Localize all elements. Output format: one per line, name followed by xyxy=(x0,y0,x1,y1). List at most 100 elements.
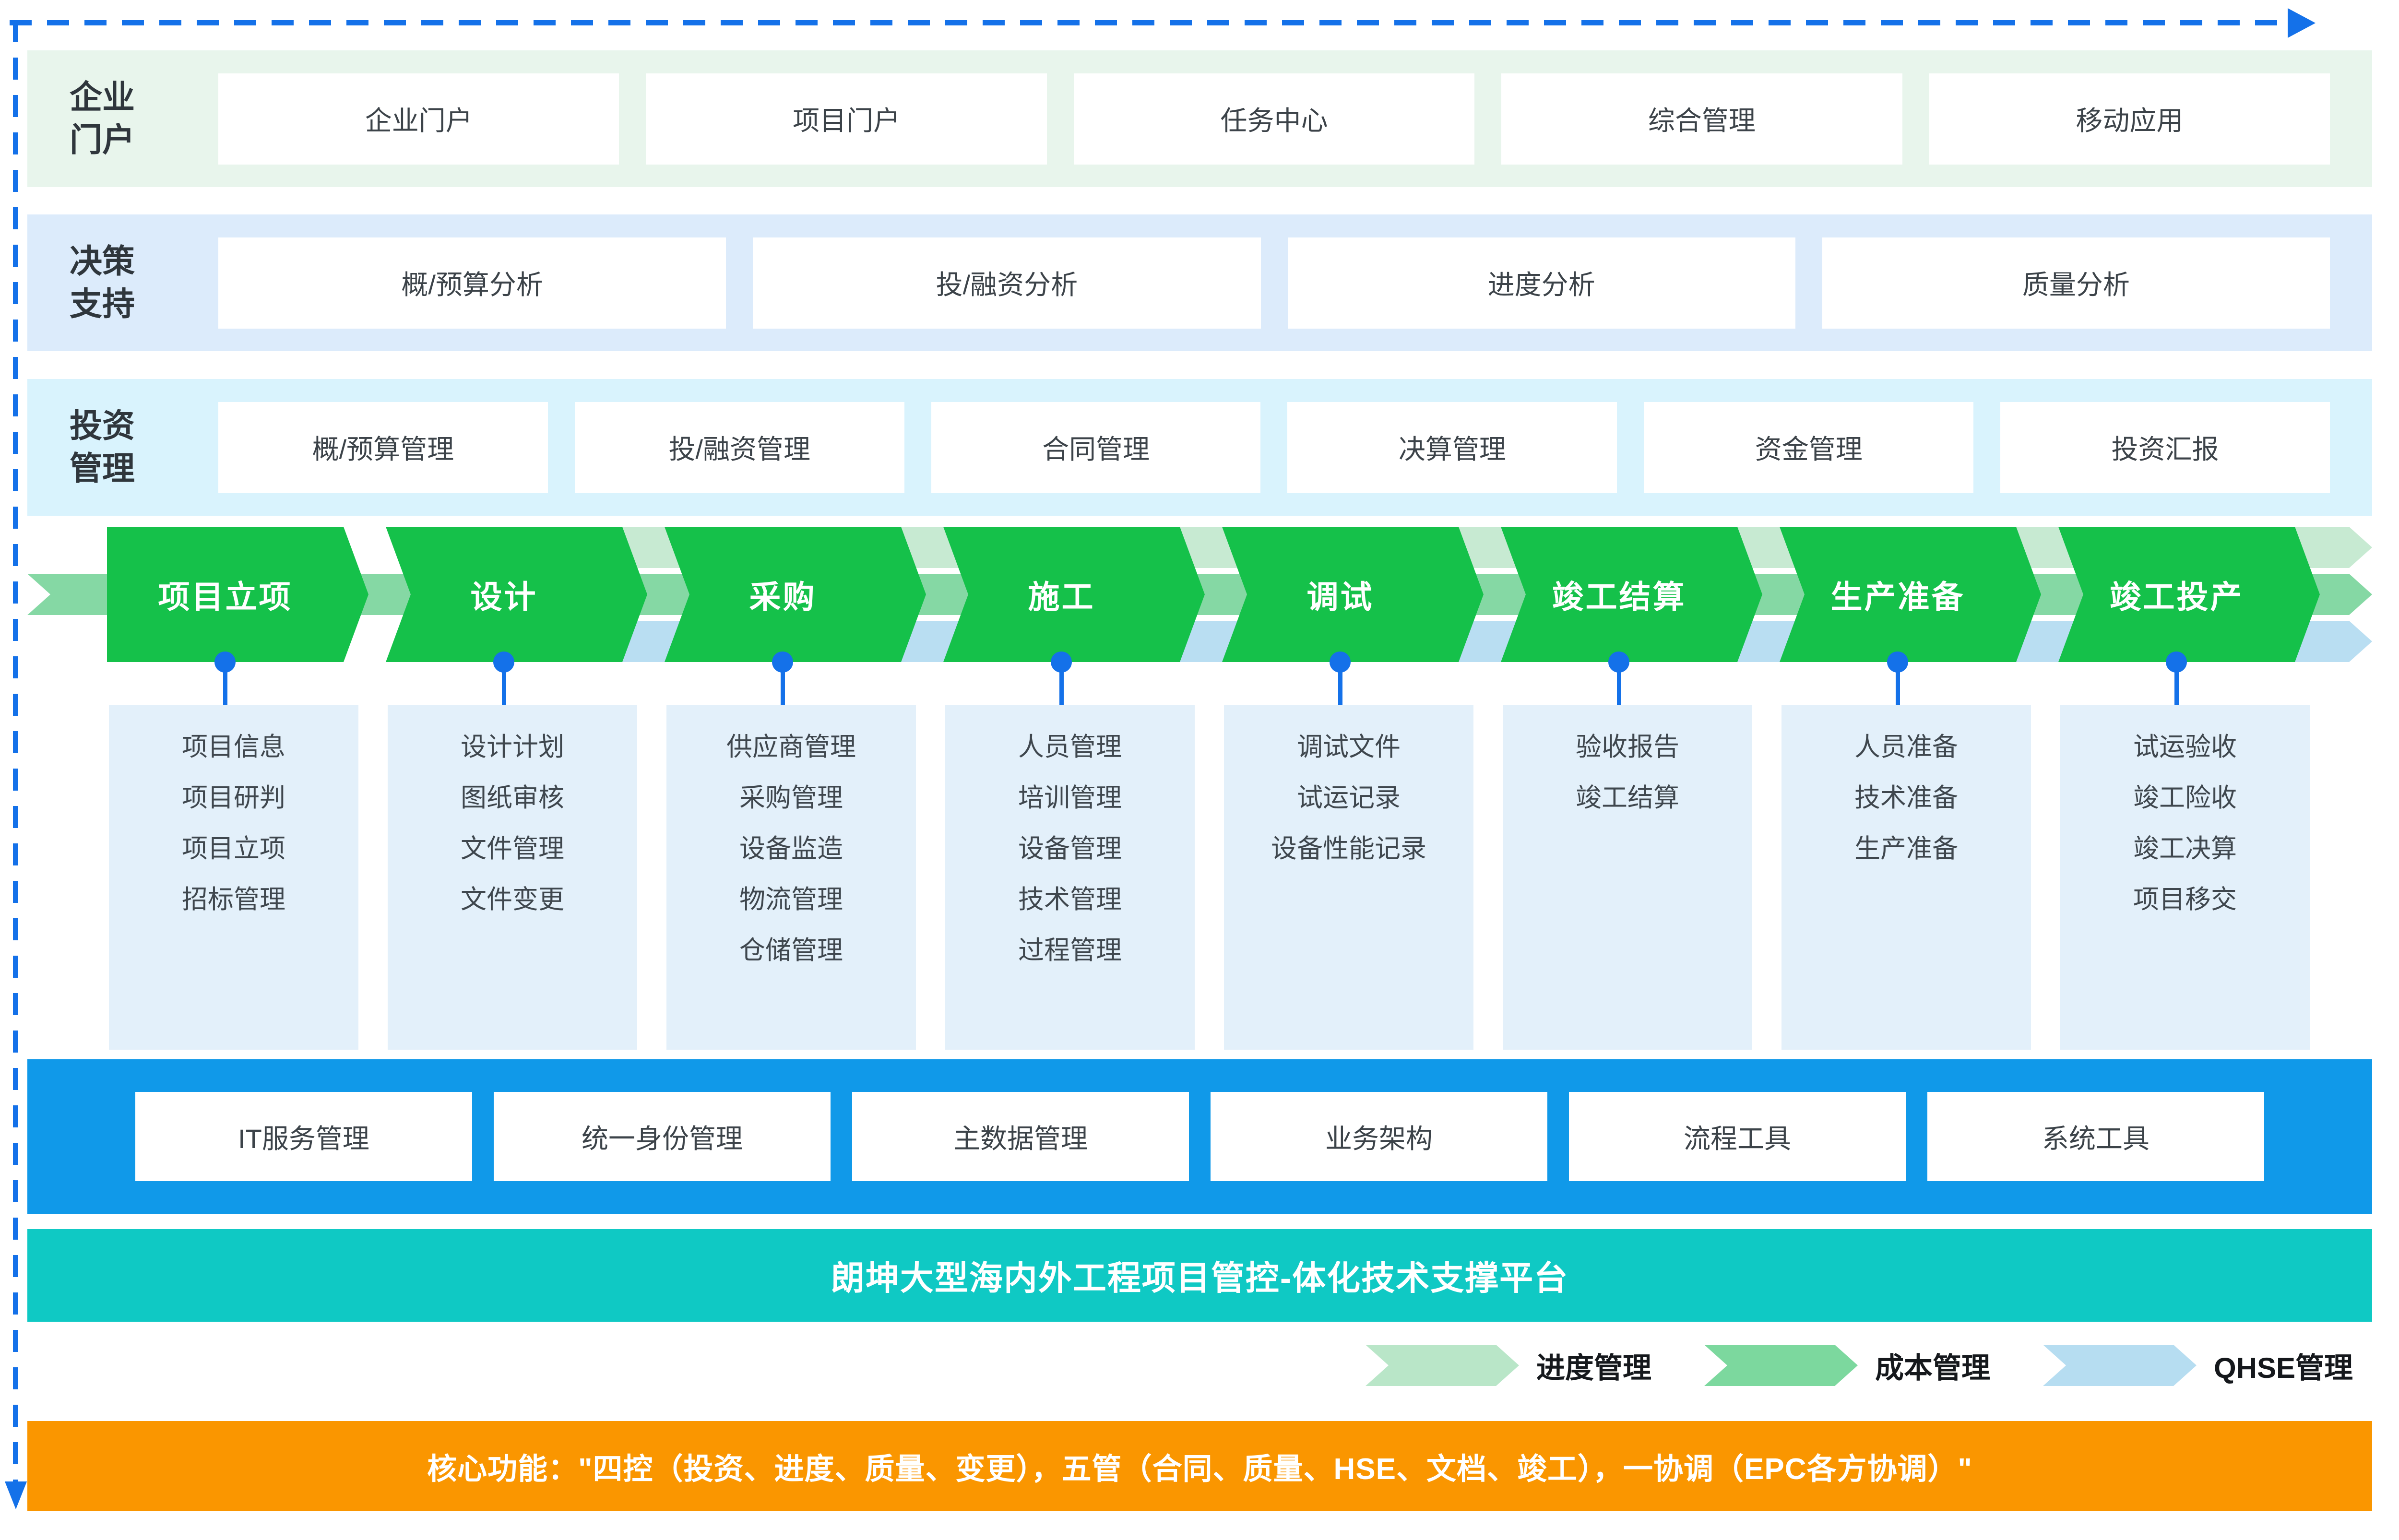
band-buttons: 企业门户项目门户任务中心综合管理移动应用 xyxy=(190,73,2372,165)
stage-detail-item: 设计计划 xyxy=(461,732,564,761)
stage-detail-item: 人员准备 xyxy=(1854,732,1958,761)
platform-button: 统一身份管理 xyxy=(494,1092,831,1181)
diagram-content: 企业门户 企业门户项目门户任务中心综合管理移动应用 决策支持 概/预算分析投/融… xyxy=(27,0,2372,1511)
band-row-portal: 企业门户 企业门户项目门户任务中心综合管理移动应用 xyxy=(27,50,2372,187)
stage-detail-box: 人员管理培训管理设备管理技术管理过程管理 xyxy=(945,705,1195,1050)
stage-detail-item: 调试文件 xyxy=(1297,732,1401,761)
stage-connector-dot xyxy=(493,652,514,673)
process-flow: 项目立项设计采购施工调试竣工结算生产准备竣工投产 xyxy=(27,527,2372,711)
stage-detail-item: 竣工决算 xyxy=(2133,834,2237,863)
stage-detail-box: 供应商管理采购管理设备监造物流管理仓储管理 xyxy=(666,705,916,1050)
stage-detail-item: 设备管理 xyxy=(1018,834,1122,863)
band-label-line: 管理 xyxy=(70,450,135,487)
stage-detail-item: 人员管理 xyxy=(1018,732,1122,761)
band-button: 投/融资管理 xyxy=(574,402,904,493)
stage-detail-item: 物流管理 xyxy=(739,885,843,914)
band-label-line: 企业 xyxy=(70,79,135,116)
stage-detail-item: 图纸审核 xyxy=(461,783,564,812)
arrow-down-icon xyxy=(5,1481,27,1509)
band-button: 投/融资分析 xyxy=(753,237,1261,329)
stage-detail-item: 技术准备 xyxy=(1854,783,1958,812)
stage-detail-item: 试运记录 xyxy=(1297,783,1401,812)
band-label-line: 决策 xyxy=(70,243,135,280)
band-button: 决算管理 xyxy=(1287,402,1617,493)
stage-connector-line xyxy=(502,672,506,711)
timeline-axis-vertical xyxy=(13,20,18,1483)
stage-detail-item: 项目移交 xyxy=(2133,885,2237,914)
stage-arrow: 采购 xyxy=(665,527,926,662)
arrow-right-icon xyxy=(2288,8,2316,38)
stage-arrow: 设计 xyxy=(386,527,647,662)
band-row-decision: 决策支持 概/预算分析投/融资分析进度分析质量分析 xyxy=(27,214,2372,351)
stage-detail-item: 供应商管理 xyxy=(726,732,856,761)
stage-detail-item: 项目研判 xyxy=(182,783,285,812)
stage-detail-item: 招标管理 xyxy=(182,885,285,914)
band-button: 项目门户 xyxy=(646,73,1047,165)
stage-arrow: 竣工投产 xyxy=(2058,527,2320,662)
platform-button: 业务架构 xyxy=(1211,1092,1547,1181)
timeline-axis-horizontal xyxy=(10,20,2286,25)
stage-arrow: 施工 xyxy=(943,527,1205,662)
stage-arrow: 项目立项 xyxy=(107,527,368,662)
band-buttons: 概/预算管理投/融资管理合同管理决算管理资金管理投资汇报 xyxy=(190,402,2372,493)
band-button: 合同管理 xyxy=(931,402,1261,493)
stage-detail-box: 验收报告竣工结算 xyxy=(1503,705,1752,1050)
stage-detail-box: 设计计划图纸审核文件管理文件变更 xyxy=(388,705,637,1050)
band-button: 任务中心 xyxy=(1073,73,1475,165)
band-label: 决策支持 xyxy=(27,240,190,325)
stage-connector-dot xyxy=(214,652,236,673)
top-band-rows: 企业门户 企业门户项目门户任务中心综合管理移动应用 决策支持 概/预算分析投/融… xyxy=(27,50,2372,516)
legend-arrow-icon xyxy=(1704,1345,1858,1386)
stage-detail-item: 竣工险收 xyxy=(2133,783,2237,812)
stage-detail-item: 技术管理 xyxy=(1018,885,1122,914)
stage-detail-item: 项目立项 xyxy=(182,834,285,863)
stage-detail-item: 试运验收 xyxy=(2133,732,2237,761)
platform-button: IT服务管理 xyxy=(135,1092,472,1181)
platform-button: 流程工具 xyxy=(1569,1092,1906,1181)
stage-detail-item: 生产准备 xyxy=(1854,834,1958,863)
legend-arrow-icon xyxy=(2043,1345,2197,1386)
core-functions-text: 核心功能："四控（投资、进度、质量、变更），五管（合同、质量、HSE、文档、竣工… xyxy=(427,1453,1972,1486)
stage-connector-line xyxy=(1896,672,1900,711)
legend-label: QHSE管理 xyxy=(2213,1351,2353,1384)
band-button: 概/预算分析 xyxy=(218,237,726,329)
stage-arrow: 竣工结算 xyxy=(1501,527,1762,662)
stage-detail-item: 培训管理 xyxy=(1018,783,1122,812)
band-label-line: 投资 xyxy=(70,408,135,445)
platform-services-bar: IT服务管理统一身份管理主数据管理业务架构流程工具系统工具 xyxy=(27,1059,2372,1214)
platform-button: 主数据管理 xyxy=(852,1092,1189,1181)
support-platform-title: 朗坤大型海内外工程项目管控-体化技术支撑平台 xyxy=(831,1259,1569,1297)
stage-arrow: 生产准备 xyxy=(1780,527,2041,662)
core-functions-bar: 核心功能："四控（投资、进度、质量、变更），五管（合同、质量、HSE、文档、竣工… xyxy=(27,1421,2372,1511)
band-button: 投资汇报 xyxy=(2000,402,2330,493)
stage-detail-box: 调试文件试运记录设备性能记录 xyxy=(1224,705,1473,1050)
band-buttons: 概/预算分析投/融资分析进度分析质量分析 xyxy=(190,237,2372,329)
stage-detail-box: 人员准备技术准备生产准备 xyxy=(1781,705,2031,1050)
stage-detail-item: 设备监造 xyxy=(739,834,843,863)
stage-connector-line xyxy=(1338,672,1342,711)
stage-connector-dot xyxy=(1330,652,1351,673)
stage-connector-line xyxy=(2174,672,2179,711)
stage-detail-item: 仓储管理 xyxy=(739,936,843,965)
stage-connector-dot xyxy=(2166,652,2187,673)
stage-connector-line xyxy=(223,672,227,711)
band-button: 企业门户 xyxy=(218,73,619,165)
legend-label: 成本管理 xyxy=(1875,1351,1990,1384)
band-label: 投资管理 xyxy=(27,405,190,490)
band-row-investment: 投资管理 概/预算管理投/融资管理合同管理决算管理资金管理投资汇报 xyxy=(27,379,2372,516)
stage-detail-item: 验收报告 xyxy=(1576,732,1679,761)
band-button: 质量分析 xyxy=(1822,237,2330,329)
stage-connector-dot xyxy=(1887,652,1908,673)
band-button: 概/预算管理 xyxy=(218,402,548,493)
band-button: 进度分析 xyxy=(1287,237,1795,329)
platform-button: 系统工具 xyxy=(1927,1092,2264,1181)
band-button: 移动应用 xyxy=(1929,73,2330,165)
stage-detail-item: 文件变更 xyxy=(461,885,564,914)
stage-detail-item: 项目信息 xyxy=(182,732,285,761)
stage-detail-item: 设备性能记录 xyxy=(1271,834,1426,863)
band-label: 企业门户 xyxy=(27,76,190,161)
band-button: 综合管理 xyxy=(1501,73,1902,165)
legend-arrow-icon xyxy=(1366,1345,1519,1386)
